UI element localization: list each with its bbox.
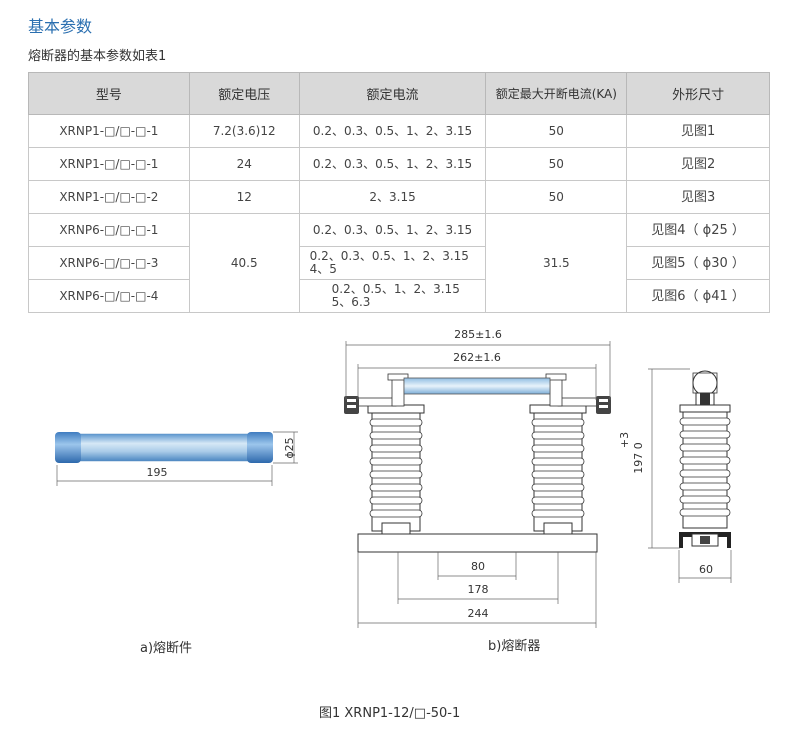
cell-current-line1: 0.2、0.3、0.5、1、2、3.15	[309, 249, 469, 263]
fuse-diameter-label: ϕ25	[283, 437, 296, 458]
left-insulator	[367, 404, 425, 535]
height-label: 197 0	[632, 442, 645, 474]
cell-size: 见图6（ ϕ41 ）	[626, 279, 770, 313]
dim-262-label: 262±1.6	[453, 351, 501, 364]
cell-current-line2: 4、5	[309, 262, 337, 276]
cell-voltage: 24	[188, 147, 300, 181]
cell-model: XRNP1-□/□-□-2	[28, 180, 190, 214]
cell-voltage: 7.2(3.6)12	[188, 114, 300, 148]
cell-model: XRNP6-□/□-□-1	[28, 213, 190, 247]
header-breaking: 额定最大开断电流(KA)	[485, 72, 628, 115]
caption-a: a)熔断件	[140, 641, 193, 656]
fuse-base-assembly	[344, 373, 611, 553]
cell-current-line2: 5、6.3	[331, 295, 371, 309]
cell-model: XRNP1-□/□-□-1	[28, 147, 190, 181]
cell-current: 0.2、0.3、0.5、1、2、3.15	[298, 147, 487, 181]
header-size: 外形尺寸	[626, 72, 770, 115]
height-tolerance-label: +3	[618, 432, 631, 448]
cell-model: XRNP1-□/□-□-1	[28, 114, 190, 148]
section-title: 基本参数	[28, 17, 93, 36]
cell-voltage: 40.5	[188, 213, 300, 313]
header-current: 额定电流	[298, 72, 487, 115]
cell-model: XRNP6-□/□-□-4	[28, 279, 190, 313]
cell-breaking: 50	[485, 180, 628, 214]
cell-current: 0.2、0.3、0.5、1、2、3.15	[298, 213, 487, 247]
header-voltage: 额定电压	[188, 72, 300, 115]
dim-80-label: 80	[471, 560, 485, 573]
right-insulator	[529, 404, 587, 535]
caption-b: b)熔断器	[488, 639, 541, 654]
fuse-length-label: 195	[147, 466, 168, 479]
cell-current-line1: 0.2、0.5、1、2、3.15	[331, 282, 460, 296]
cell-breaking: 50	[485, 147, 628, 181]
dim-244-label: 244	[468, 607, 489, 620]
table-row: XRNP1-□/□-□-2 12 2、3.15 50 见图3	[28, 180, 770, 214]
figure-title: 图1 XRNP1-12/□-50-1	[319, 706, 461, 721]
table-row: XRNP6-□/□-□-1 40.5 0.2、0.3、0.5、1、2、3.15 …	[28, 213, 770, 313]
table-caption: 熔断器的基本参数如表1	[28, 49, 167, 64]
side-dimensions	[648, 368, 732, 583]
cell-breaking: 50	[485, 114, 628, 148]
fuse-dimensions	[56, 431, 298, 486]
base-dimensions	[345, 341, 611, 628]
dim-285-label: 285±1.6	[454, 328, 502, 341]
table-header-row: 型号 额定电压 额定电流 额定最大开断电流(KA) 外形尺寸	[28, 72, 770, 115]
parameter-table: 型号 额定电压 额定电流 额定最大开断电流(KA) 外形尺寸 XRNP1-□/□…	[28, 72, 770, 313]
cell-size: 见图5（ ϕ30 ）	[626, 246, 770, 280]
header-model: 型号	[28, 72, 190, 115]
dim-178-label: 178	[468, 583, 489, 596]
cell-breaking: 31.5	[485, 213, 628, 313]
dim-60-label: 60	[699, 563, 713, 576]
cell-size: 见图1	[626, 114, 770, 148]
side-view	[679, 370, 731, 548]
cell-size: 见图3	[626, 180, 770, 214]
table-row: XRNP1-□/□-□-1 7.2(3.6)12 0.2、0.3、0.5、1、2…	[28, 114, 770, 148]
fuse-element	[55, 432, 273, 463]
